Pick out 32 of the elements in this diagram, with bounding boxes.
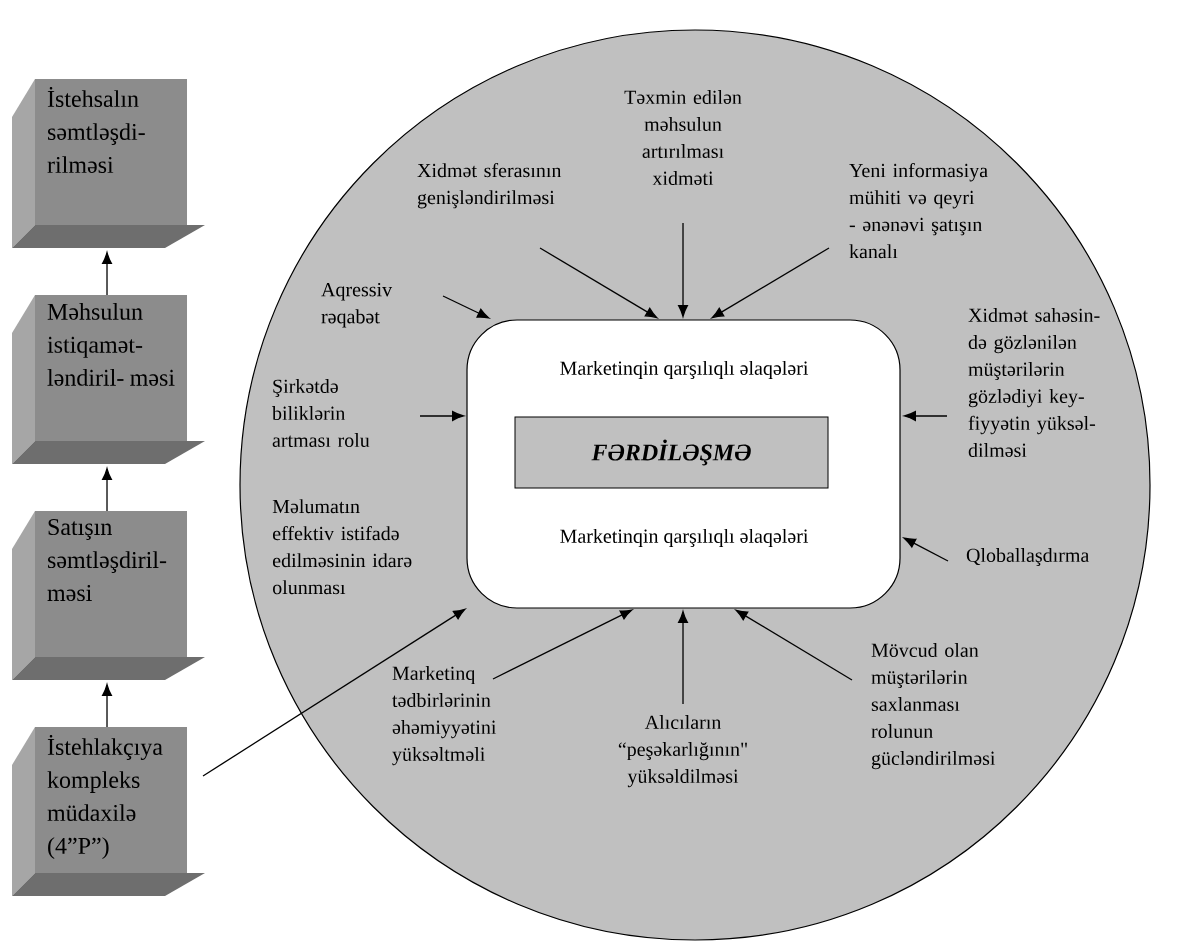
factor-text: Təxmin edilən məhsulun artırılması xidməti xyxy=(624,90,742,186)
arrow xyxy=(102,467,112,512)
arrow xyxy=(419,411,465,421)
factor-text: Şirkətdə biliklərin artması rolu xyxy=(272,379,370,448)
factor-text: Xidmət sferasının genişləndirilməsi xyxy=(417,163,562,209)
box-text: Marketinqin qarşılıqlı əlaqələri xyxy=(560,528,809,548)
arrow xyxy=(903,411,948,421)
factor-text: Qloballaşdırma xyxy=(966,548,1090,567)
factor-text: Aqressiv rəqabət xyxy=(321,283,393,328)
cube-box: Satışın səmtləşdiril- məsi xyxy=(12,511,205,680)
arrow xyxy=(539,247,658,319)
arrow xyxy=(202,608,466,777)
cube-box: Məhsulun istiqamət- ləndiril- məsi xyxy=(12,295,205,464)
arrow xyxy=(492,609,633,680)
cube-box: İstehlakçıya kompleks müdaxilə (4”P”) xyxy=(12,727,205,896)
arrow xyxy=(442,295,490,319)
box-text: Marketinqin qarşılıqlı əlaqələri xyxy=(560,360,809,380)
arrow xyxy=(102,251,112,296)
arrow xyxy=(102,683,112,728)
arrow xyxy=(735,609,853,681)
arrow xyxy=(678,222,688,318)
title-box: FƏRDİLƏŞMƏ xyxy=(514,416,829,489)
arrow xyxy=(711,247,830,319)
arrow xyxy=(903,537,949,562)
factor-text: Yeni informasiya mühiti və qeyri - ənənəvi şatışın kanalı xyxy=(849,163,988,259)
factor-text: Marketinq tədbirlərinin əhəmiyyətini yüksəltməli xyxy=(392,666,497,766)
factor-text: Xidmət sahəsin- də gözlənilən müştərilərin gözlədiyi key- fiyyətin yüksəl- dilməsi xyxy=(968,308,1100,458)
factor-text: Alıcıların “peşəkarlığının" yüksəldilməsi xyxy=(618,715,747,788)
factor-text: Məlumatın effektiv istifadə edilməsinin idarə olunması xyxy=(272,499,412,595)
arrow xyxy=(678,610,688,705)
factor-text: Mövcud olan müştərilərin saxlanması rolunun gücləndirilməsi xyxy=(871,643,996,770)
cube-box: İstehsalın səmtləşdi- rilməsi xyxy=(12,79,205,248)
